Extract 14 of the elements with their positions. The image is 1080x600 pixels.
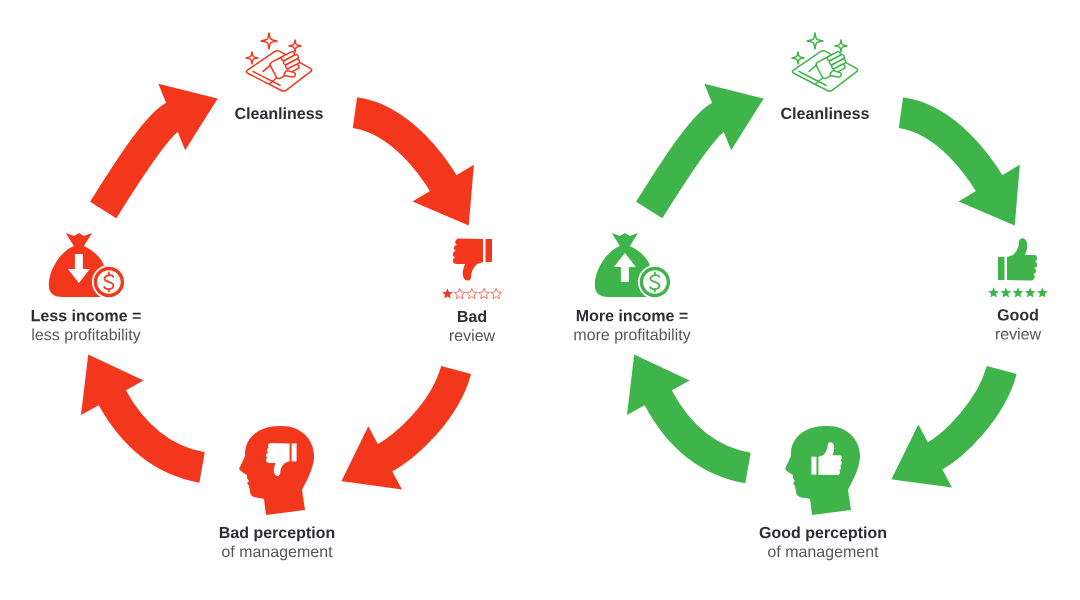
step-subtitle: review (449, 329, 496, 342)
step-title: Less income = (31, 309, 141, 322)
step-title: Cleanliness (781, 107, 869, 120)
step-title: Bad perception (219, 526, 335, 542)
step-subtitle: more profitability (574, 328, 691, 344)
step-title: Cleanliness (235, 107, 323, 120)
step-title: Bad (457, 310, 487, 323)
step-subtitle: of management (768, 545, 879, 561)
step-subtitle: review (995, 327, 1042, 340)
step-title: Good (997, 308, 1038, 321)
step-subtitle: of management (222, 545, 333, 561)
step-title: Good perception (759, 526, 886, 542)
step-title: More income = (576, 309, 688, 322)
step-subtitle: less profitability (32, 328, 141, 344)
